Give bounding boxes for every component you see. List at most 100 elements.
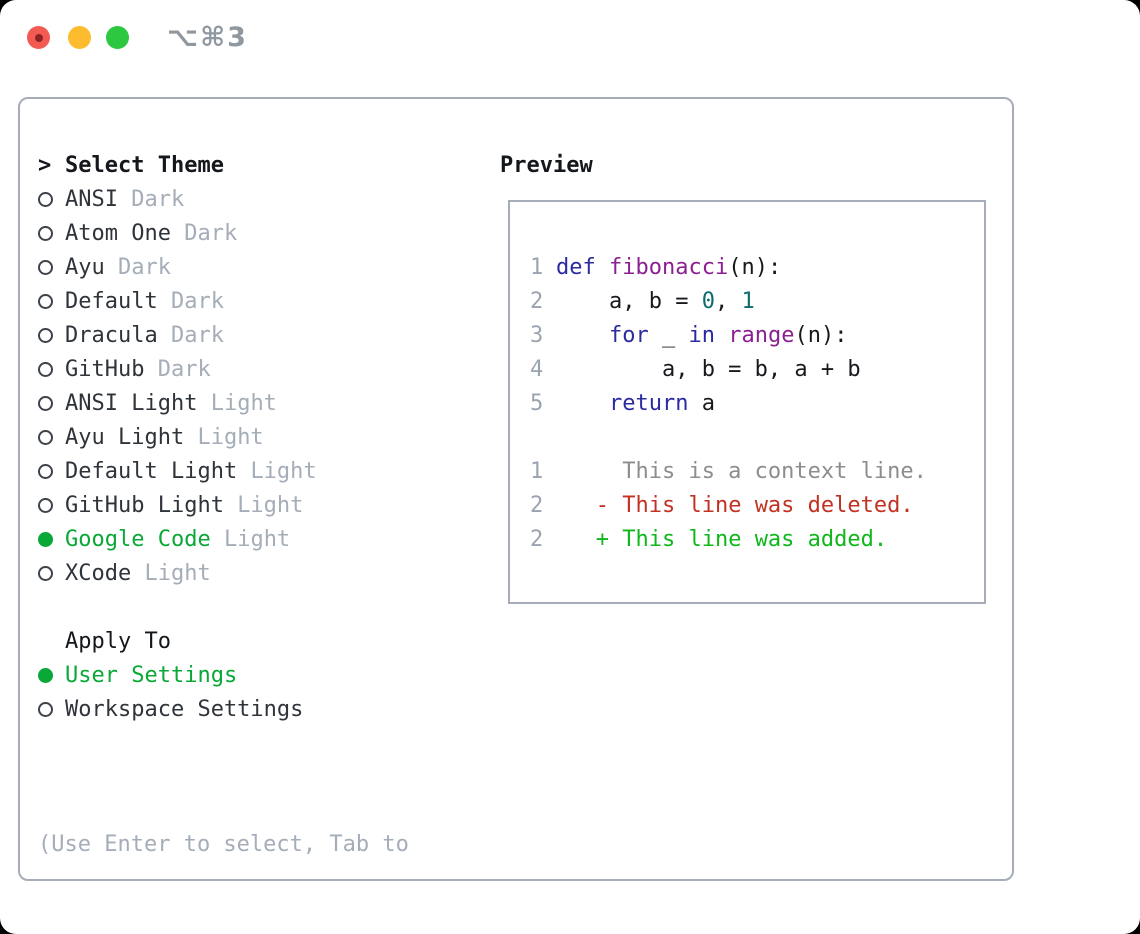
apply-to-option[interactable]: Workspace Settings bbox=[38, 692, 317, 726]
help-text: (Use Enter to select, Tab to change focu… bbox=[38, 760, 409, 934]
line-content: - This line was deleted. bbox=[556, 493, 914, 518]
minimize-button[interactable] bbox=[68, 26, 91, 49]
radio-marker bbox=[38, 191, 65, 207]
apply-to-option[interactable]: User Settings bbox=[38, 658, 317, 692]
token-del: - This line was deleted. bbox=[595, 492, 914, 518]
code-line: 1 This is a context line. bbox=[530, 454, 984, 488]
code-line: 2 + This line was added. bbox=[530, 522, 984, 556]
code-line: 1 def fibonacci(n): bbox=[530, 250, 984, 284]
code-line: 2 a, b = 0, 1 bbox=[530, 284, 984, 318]
theme-variant: Light bbox=[237, 492, 304, 518]
radio-unselected-icon bbox=[38, 225, 53, 241]
line-content: def fibonacci(n): bbox=[556, 255, 781, 280]
theme-option[interactable]: XCode Light bbox=[38, 556, 317, 590]
code-line: 3 for _ in range(n): bbox=[530, 318, 984, 352]
theme-name: ANSI bbox=[65, 186, 132, 212]
help-line-1: (Use Enter to select, Tab to bbox=[38, 832, 409, 857]
line-number: 2 bbox=[530, 288, 557, 314]
token-kw: in bbox=[688, 322, 715, 348]
radio-unselected-icon bbox=[38, 395, 53, 411]
close-button[interactable] bbox=[27, 26, 50, 49]
radio-unselected-icon bbox=[38, 565, 53, 581]
theme-option[interactable]: Default Light Light bbox=[38, 454, 317, 488]
theme-option[interactable]: GitHub Dark bbox=[38, 352, 317, 386]
token-kw: return bbox=[608, 390, 689, 416]
theme-option[interactable]: Default Dark bbox=[38, 284, 317, 318]
theme-option[interactable]: Atom One Dark bbox=[38, 216, 317, 250]
theme-name: Atom One bbox=[65, 220, 185, 246]
line-content: return a bbox=[556, 391, 715, 416]
token-pln: _ bbox=[648, 322, 689, 348]
theme-variant: Dark bbox=[170, 288, 224, 314]
apply-to-name: Workspace Settings bbox=[65, 696, 304, 722]
theme-name: GitHub bbox=[65, 356, 158, 382]
radio-marker bbox=[38, 667, 65, 683]
line-number: 1 bbox=[530, 458, 557, 484]
radio-marker bbox=[38, 497, 65, 513]
theme-variant: Dark bbox=[157, 356, 211, 382]
token-pln bbox=[556, 391, 609, 416]
theme-variant: Light bbox=[144, 560, 211, 586]
line-number: 2 bbox=[530, 526, 557, 552]
zoom-button[interactable] bbox=[106, 26, 129, 49]
token-fn: range bbox=[728, 322, 795, 348]
theme-name: Google Code bbox=[65, 526, 224, 552]
token-pln: a, b = b, a + b bbox=[556, 356, 861, 382]
radio-unselected-icon bbox=[38, 463, 53, 479]
theme-option[interactable]: GitHub Light Light bbox=[38, 488, 317, 522]
theme-name: Default bbox=[65, 288, 171, 314]
radio-marker bbox=[38, 701, 65, 717]
token-kw: def bbox=[556, 254, 596, 280]
theme-option[interactable]: ANSI Light Light bbox=[38, 386, 317, 420]
token-pln bbox=[596, 255, 609, 280]
theme-option[interactable]: Ayu Dark bbox=[38, 250, 317, 284]
radio-marker bbox=[38, 225, 65, 241]
theme-variant: Light bbox=[223, 526, 291, 552]
token-ctx: This is a context line. bbox=[556, 458, 927, 484]
line-number: 3 bbox=[530, 322, 557, 348]
radio-marker bbox=[38, 361, 65, 377]
line-number: 4 bbox=[530, 356, 557, 382]
spacer bbox=[38, 590, 317, 624]
theme-option[interactable]: Ayu Light Light bbox=[38, 420, 317, 454]
token-fn: fibonacci bbox=[609, 254, 729, 280]
radio-marker bbox=[38, 565, 65, 581]
theme-name: Ayu Light bbox=[65, 424, 198, 450]
theme-variant: Dark bbox=[131, 186, 185, 212]
radio-marker bbox=[38, 531, 65, 547]
theme-name: Default Light bbox=[65, 458, 251, 484]
preview-header: Preview bbox=[500, 152, 593, 178]
theme-option[interactable]: Google Code Light bbox=[38, 522, 317, 556]
theme-variant: Dark bbox=[170, 322, 224, 348]
theme-name: XCode bbox=[65, 560, 145, 586]
theme-option[interactable]: Dracula Dark bbox=[38, 318, 317, 352]
radio-unselected-icon bbox=[38, 429, 53, 445]
token-pln bbox=[556, 493, 596, 518]
theme-option[interactable]: ANSI Dark bbox=[38, 182, 317, 216]
radio-unselected-icon bbox=[38, 259, 53, 275]
code-line: 4 a, b = b, a + b bbox=[530, 352, 984, 386]
line-content: for _ in range(n): bbox=[556, 323, 847, 348]
theme-variant: Dark bbox=[184, 220, 238, 246]
line-content: This is a context line. bbox=[556, 459, 927, 484]
close-dot-icon bbox=[34, 33, 43, 42]
window-title: ⌥⌘3 bbox=[167, 22, 248, 53]
code-line bbox=[530, 420, 984, 454]
token-lit: 0 bbox=[701, 288, 715, 314]
token-pln: a bbox=[688, 390, 715, 416]
radio-marker bbox=[38, 463, 65, 479]
theme-variant: Light bbox=[210, 390, 277, 416]
theme-name: Dracula bbox=[65, 322, 171, 348]
radio-marker bbox=[38, 429, 65, 445]
radio-marker bbox=[38, 395, 65, 411]
radio-unselected-icon bbox=[38, 327, 53, 343]
line-number: 1 bbox=[530, 254, 557, 280]
apply-to-title: Apply To bbox=[65, 628, 171, 654]
token-pln: (n): bbox=[794, 322, 848, 348]
